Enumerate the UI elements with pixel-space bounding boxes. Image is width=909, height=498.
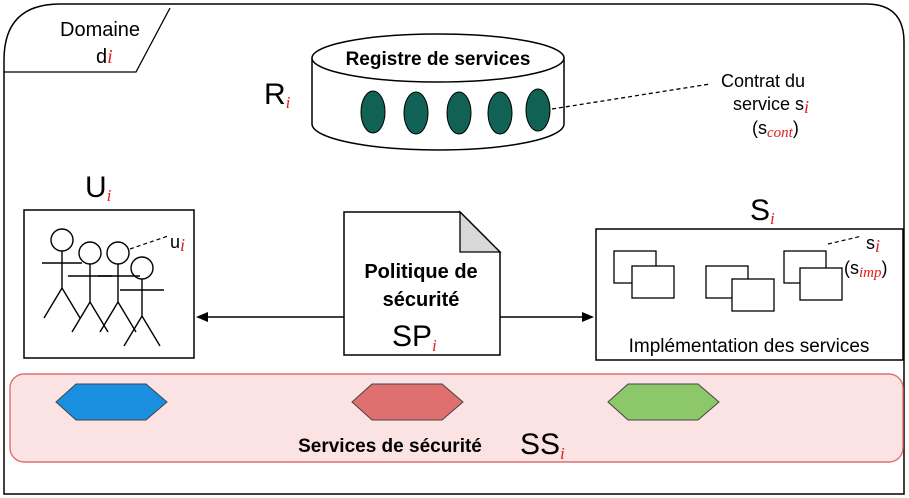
- policy-document-fold: [459, 210, 502, 253]
- registry-label: Ri: [264, 78, 291, 112]
- registry-entry: [360, 90, 386, 134]
- contract-line2: service si: [733, 94, 809, 117]
- domain-tab: [4, 7, 171, 73]
- security-services-caption: Services de sécurité: [298, 436, 482, 457]
- domain-label: Domaine: [60, 19, 140, 41]
- policy-line2: sécurité: [383, 289, 460, 311]
- registry-entry: [403, 91, 429, 135]
- registry-entry: [446, 91, 472, 135]
- security-service-blue: [55, 383, 168, 421]
- domain-sub: di: [96, 46, 113, 68]
- service-member-label: si: [866, 233, 880, 256]
- users-stick-figures: [42, 228, 164, 347]
- service-registry: Registre de services: [311, 33, 565, 151]
- policy-line1: Politique de: [364, 261, 477, 283]
- contract-line3: (scont): [752, 118, 799, 141]
- services-caption: Implémentation des services: [629, 336, 870, 357]
- security-service-green: [607, 383, 720, 421]
- registry-top: [311, 33, 565, 83]
- registry-title: Registre de services: [346, 49, 531, 70]
- users-label: Ui: [85, 171, 112, 205]
- services-label: Si: [750, 194, 775, 228]
- contract-leader: [551, 83, 711, 110]
- security-services-label: SSi: [520, 428, 565, 463]
- registry-entry: [487, 91, 513, 135]
- service-implementations: [613, 250, 843, 312]
- domain-frame: [3, 3, 905, 495]
- registry-entry: [525, 88, 551, 132]
- policy-label: SPi: [392, 320, 437, 355]
- service-imp-label: (simp): [844, 258, 888, 281]
- security-service-red: [351, 383, 464, 421]
- users-box: [23, 209, 195, 359]
- contract-line1: Contrat du: [721, 71, 805, 91]
- policy-arrows: [196, 312, 594, 322]
- user-member-label: ui: [170, 232, 185, 255]
- service-leader: [827, 235, 863, 245]
